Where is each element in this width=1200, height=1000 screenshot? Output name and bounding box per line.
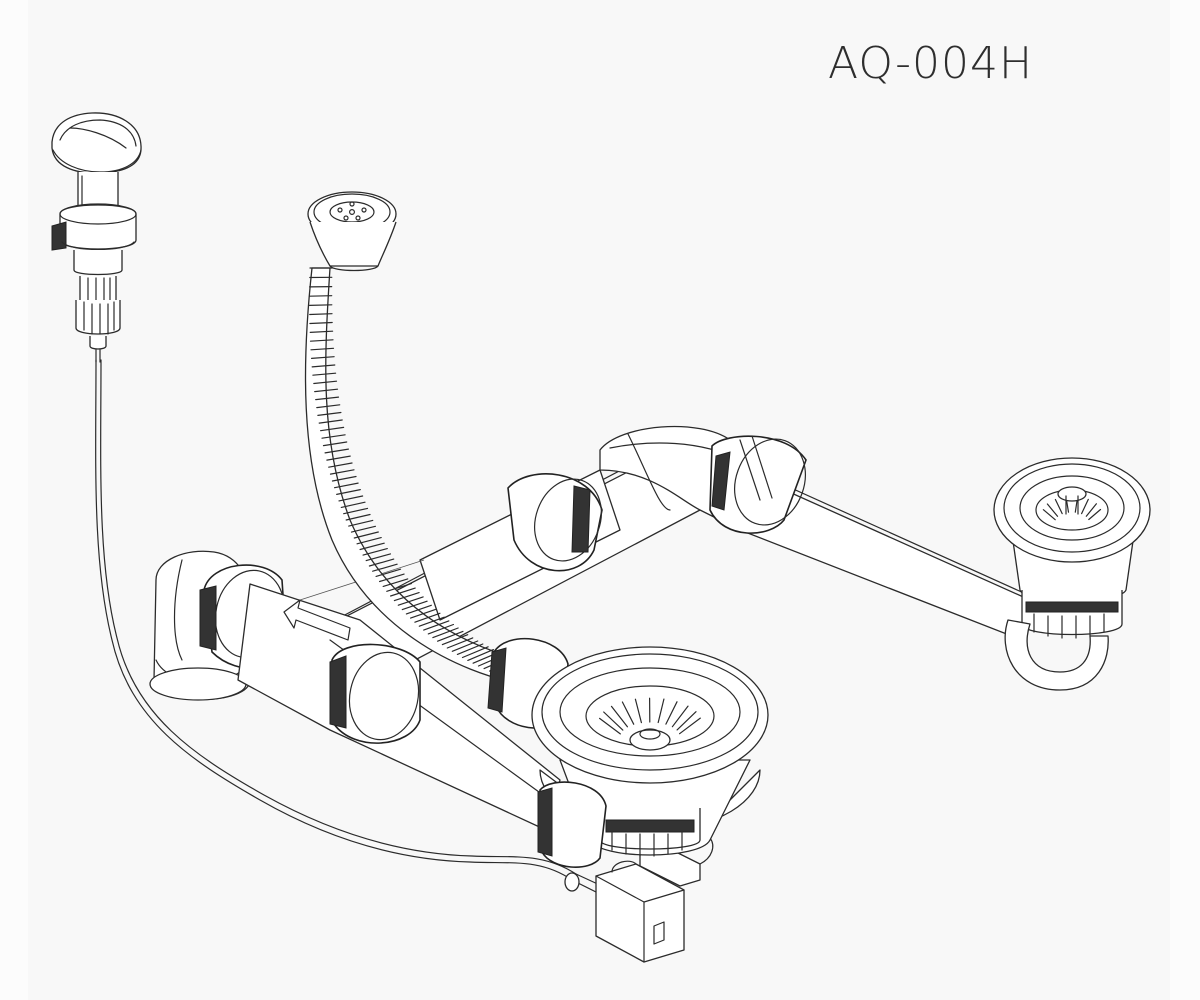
mid-pipe-nut: [507, 473, 603, 572]
main-strainer-waste: [531, 646, 769, 857]
main-waste-side-nut: [537, 781, 607, 868]
front-pipe-nut: [329, 643, 421, 744]
upper-right-nut: [709, 435, 807, 534]
overflow-outlet: [307, 191, 397, 272]
secondary-waste-elbow: [1004, 619, 1109, 691]
secondary-strainer-waste: [993, 457, 1151, 639]
control-box: [595, 837, 714, 963]
model-label: AQ-004H: [828, 38, 1034, 89]
remote-control-knob: [51, 112, 142, 363]
